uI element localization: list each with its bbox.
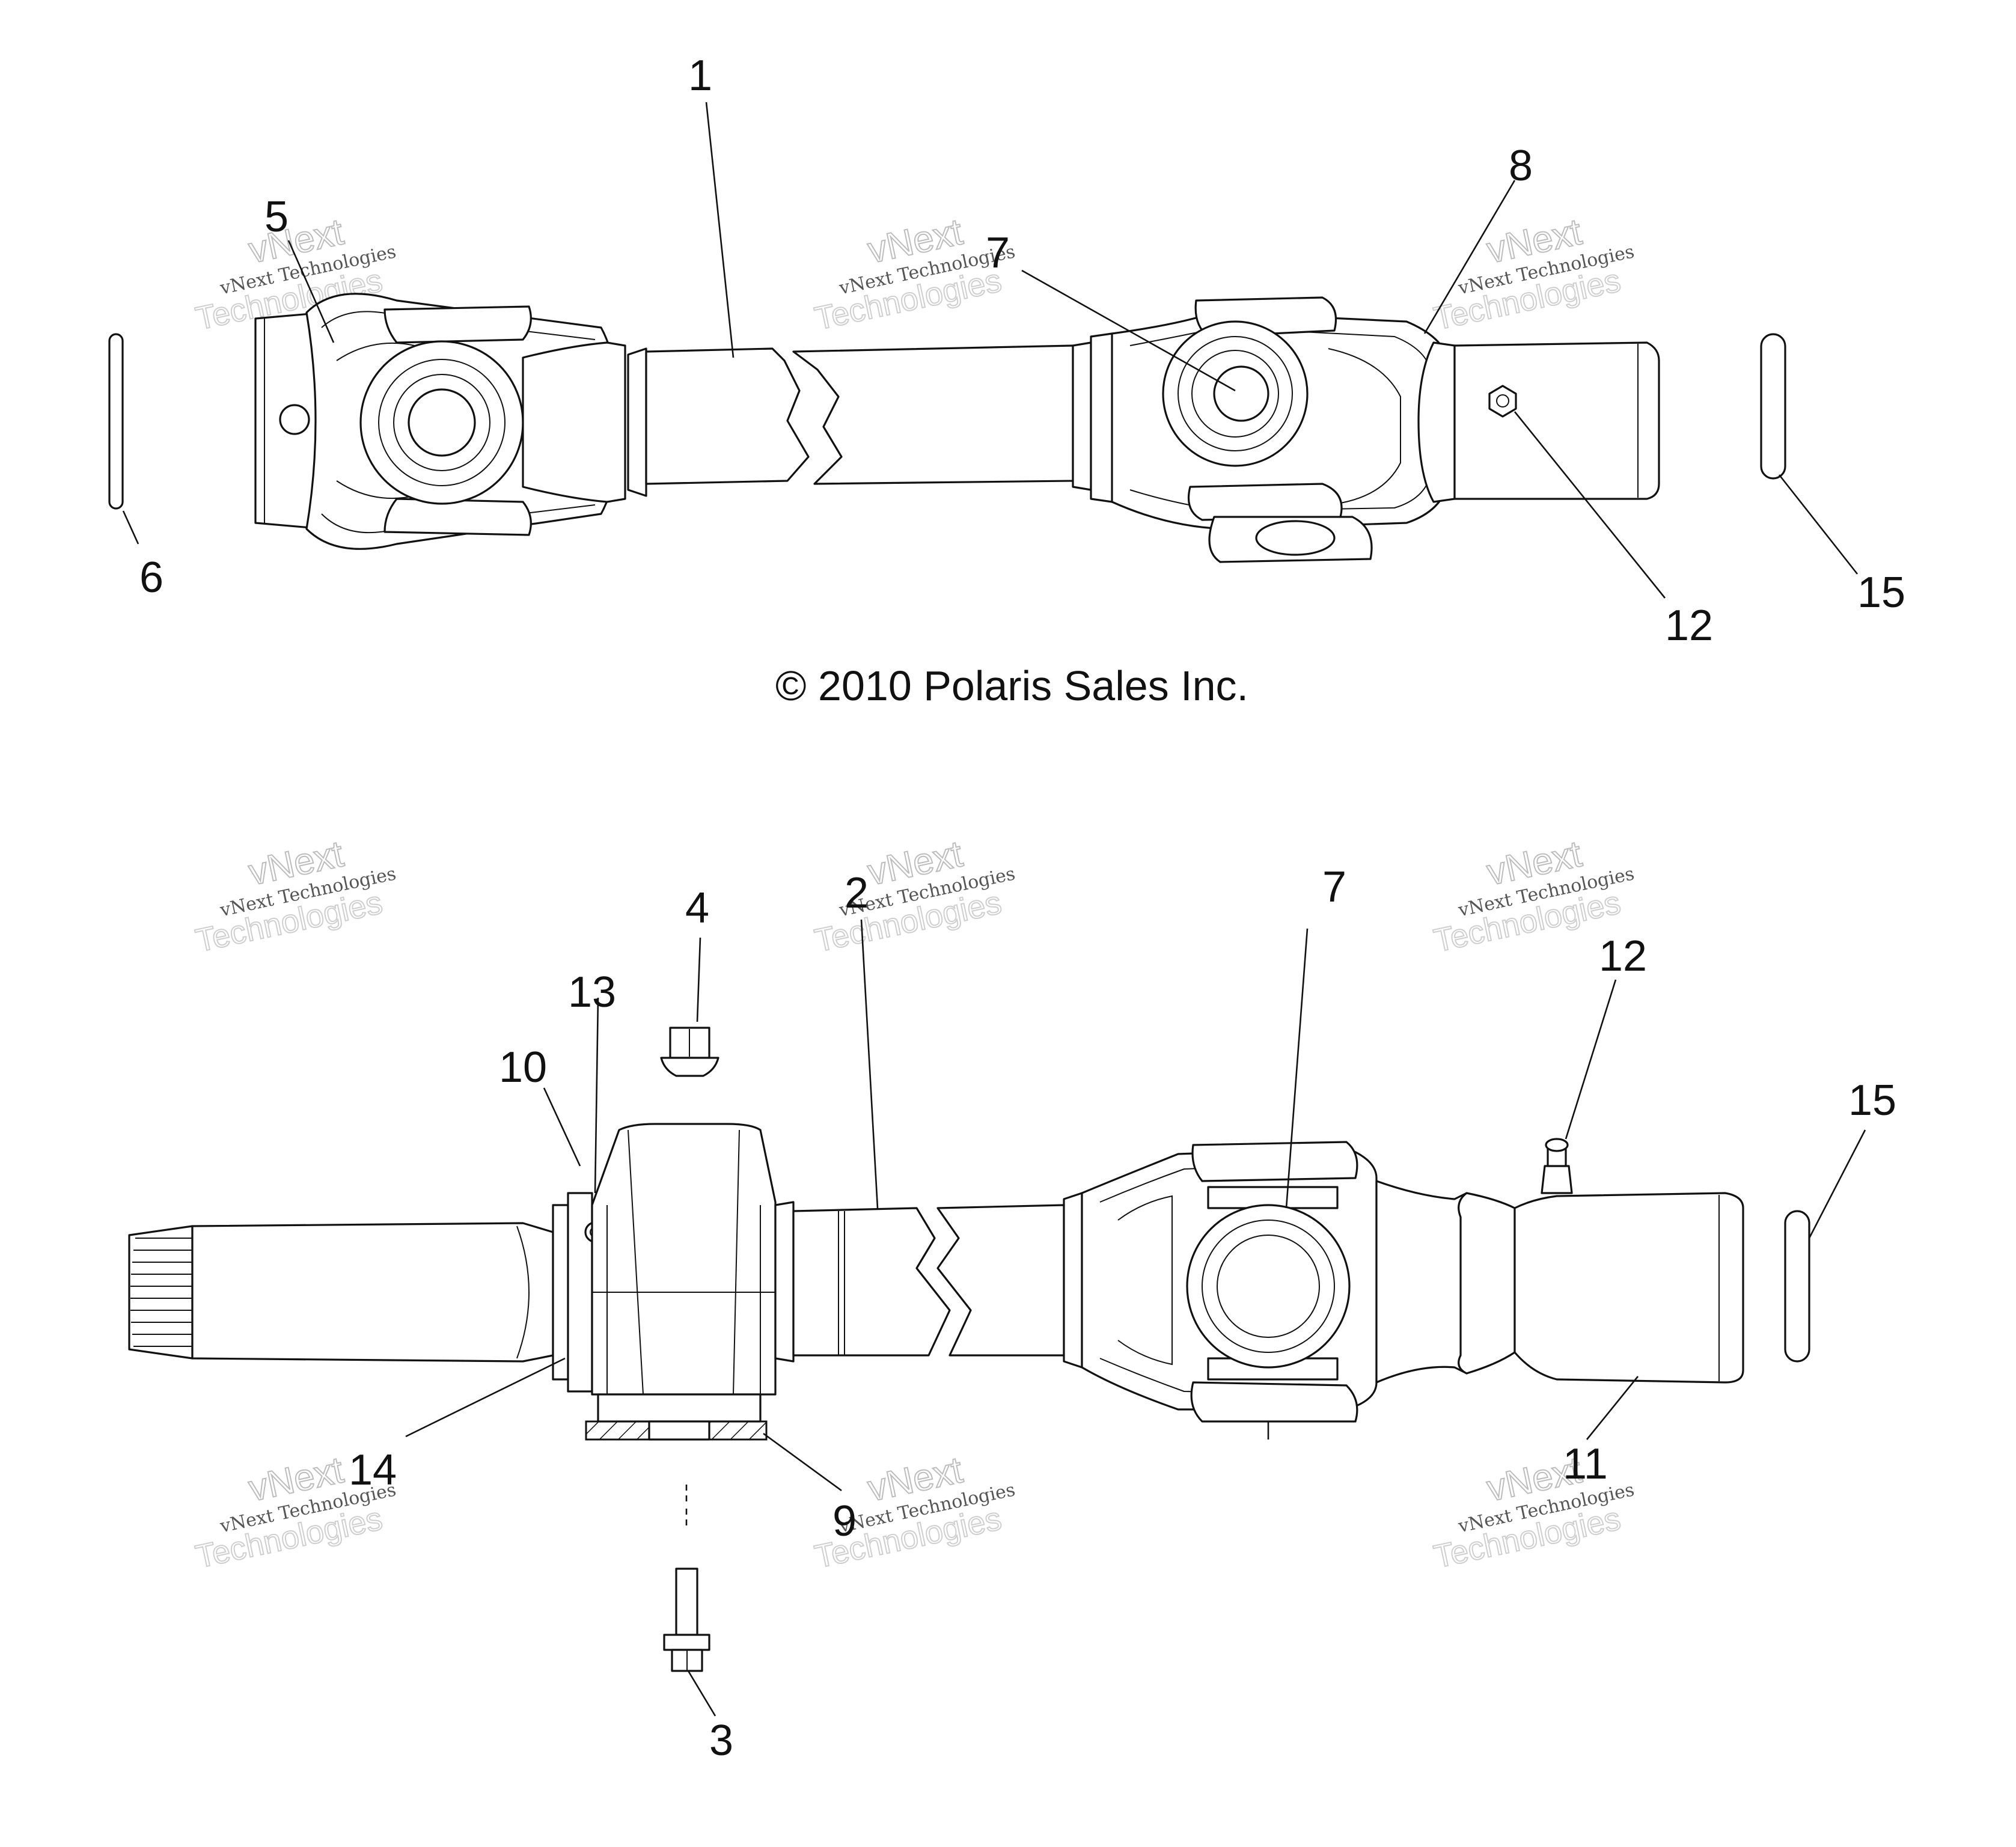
- part-11-rear-yoke: [1375, 1138, 1744, 1384]
- callout-12: 12: [1665, 602, 1713, 650]
- callout-12b: 12: [1599, 932, 1647, 980]
- callout-13: 13: [568, 968, 616, 1016]
- part-5-front-yoke-left: [254, 293, 626, 550]
- part-9-center-bearing: [585, 1123, 777, 1441]
- copyright-notice: © 2010 Polaris Sales Inc.: [775, 662, 1248, 709]
- part-4-flange-nut: [660, 1027, 719, 1077]
- callout-6: 6: [139, 554, 163, 602]
- splined-input-shaft: [128, 1192, 606, 1393]
- part-3-bolt: [663, 1485, 710, 1672]
- callout-14: 14: [349, 1446, 397, 1494]
- part-2-shaft-tube: [774, 1201, 1065, 1363]
- callout-15: 15: [1857, 569, 1905, 617]
- callout-4: 4: [685, 884, 709, 932]
- callout-5: 5: [264, 193, 289, 241]
- callout-15b: 15: [1848, 1076, 1896, 1125]
- leader-lines-bottom: [405, 919, 1866, 1717]
- callout-10: 10: [499, 1043, 547, 1091]
- part-7-u-joint-bottom: [1063, 1141, 1378, 1439]
- callout-9: 9: [832, 1497, 857, 1545]
- callout-8: 8: [1509, 142, 1533, 190]
- callout-2: 2: [845, 869, 869, 917]
- watermark: vNext vNext Technologies Technologies: [1430, 1449, 1636, 1575]
- callouts-bottom: 2 3 4 7 9 10 11 12 13 14 15: [349, 863, 1896, 1765]
- callout-11: 11: [1563, 1440, 1608, 1488]
- callout-7: 7: [986, 229, 1010, 277]
- callout-1: 1: [688, 52, 712, 100]
- callout-3: 3: [709, 1717, 733, 1765]
- watermark: vNext vNext Technologies Technologies: [192, 832, 398, 959]
- callout-7b: 7: [1322, 863, 1346, 911]
- part-12-grease-fitting-bottom: [1541, 1138, 1573, 1194]
- front-prop-shaft-assembly: 1 5 6 7 8 12 15: [108, 52, 1905, 650]
- spline-teeth: [130, 1238, 192, 1347]
- watermark: vNext vNext Technologies Technologies: [811, 832, 1017, 959]
- part-7-part-8-u-joint-right: [1090, 296, 1456, 563]
- watermark: vNext vNext Technologies Technologies: [1430, 210, 1636, 337]
- rear-stub-tube-top: [1453, 341, 1660, 500]
- leader-lines-top: [122, 102, 1859, 599]
- part-1-shaft-tube: [627, 341, 1092, 497]
- part-15-ring-top: [1760, 333, 1786, 480]
- part-15-ring-bottom: [1784, 1210, 1810, 1363]
- callouts-top: 1 5 6 7 8 12 15: [139, 52, 1905, 650]
- rear-prop-shaft-assembly: 2 3 4 7 9 10 11 12 13 14 15: [128, 863, 1896, 1765]
- part-6-pin: [108, 333, 124, 510]
- part-12-grease-fitting-top: [1488, 385, 1517, 418]
